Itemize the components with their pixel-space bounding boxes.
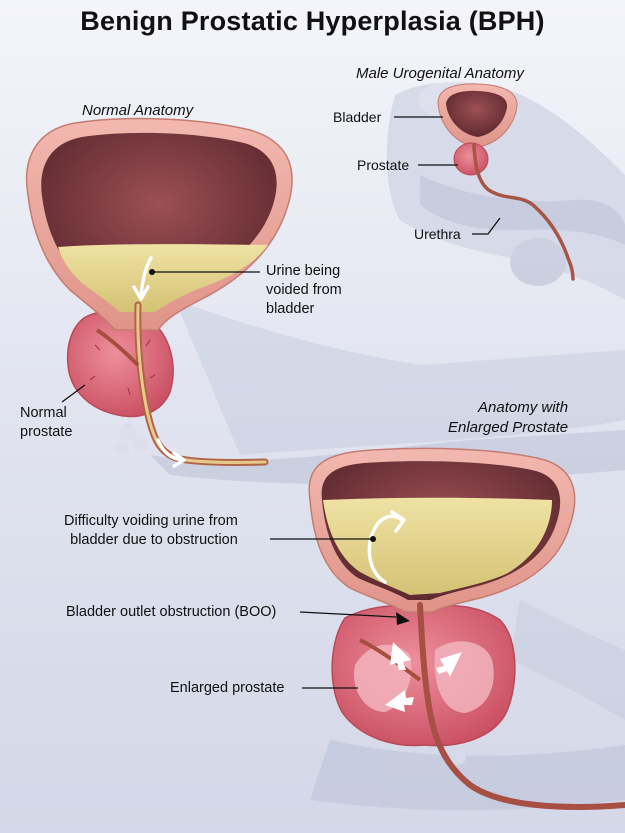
leader-lines: [61, 116, 501, 689]
section-normal-anatomy: Normal Anatomy: [82, 102, 194, 119]
compression-arrows: [385, 642, 462, 712]
leader-boo: [299, 611, 397, 618]
normal-bladder: [25, 117, 293, 331]
flow-arrow: [132, 256, 186, 468]
leader-dots: [149, 269, 376, 542]
leader-normal-prostate: [61, 384, 86, 403]
page-title: Benign Prostatic Hyperplasia (BPH): [80, 6, 545, 36]
label-normal-prostate: Normal prostate: [20, 405, 73, 440]
label-urethra: Urethra: [414, 226, 461, 242]
label-difficulty-voiding: Difficulty voiding urine from bladder du…: [64, 513, 238, 548]
flow-arrow: [367, 510, 406, 584]
leader-urethra: [472, 217, 501, 235]
label-prostate: Prostate: [357, 157, 410, 173]
inset-prostate: [453, 142, 489, 176]
inset-urethra: [472, 143, 575, 281]
enlarged-urethra: [417, 602, 625, 810]
label-bladder: Bladder: [333, 109, 382, 125]
label-enlarged-prostate: Enlarged prostate: [170, 680, 285, 696]
section-male-urogenital: Male Urogenital Anatomy: [356, 65, 524, 82]
label-urine-voided: Urine being voided from bladder: [266, 263, 342, 317]
obstruction-arrow: [396, 612, 410, 625]
section-enlarged: Anatomy with Enlarged Prostate: [448, 399, 569, 436]
label-bladder-outlet-obstruction: Bladder outlet obstruction (BOO): [66, 604, 277, 620]
enlarged-bladder: [308, 447, 576, 613]
inset-bladder: [437, 83, 518, 148]
